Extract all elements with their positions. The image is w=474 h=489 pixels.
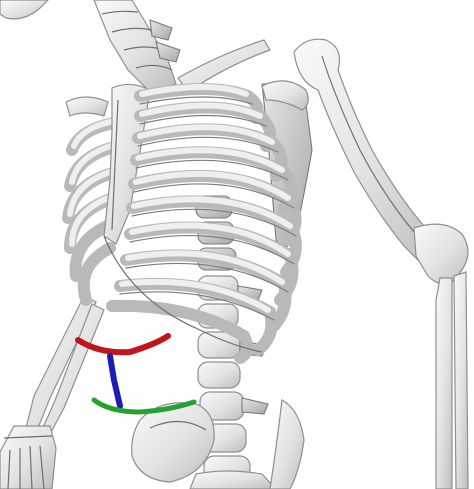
annotation-markers	[78, 336, 194, 412]
skull-fragment	[0, 0, 48, 19]
right-forearm	[414, 224, 468, 489]
cervical-spine	[94, 0, 180, 92]
left-arm	[26, 296, 104, 434]
blue-line-marker	[110, 356, 120, 406]
left-hand	[0, 426, 56, 489]
left-clavicle	[66, 97, 108, 116]
